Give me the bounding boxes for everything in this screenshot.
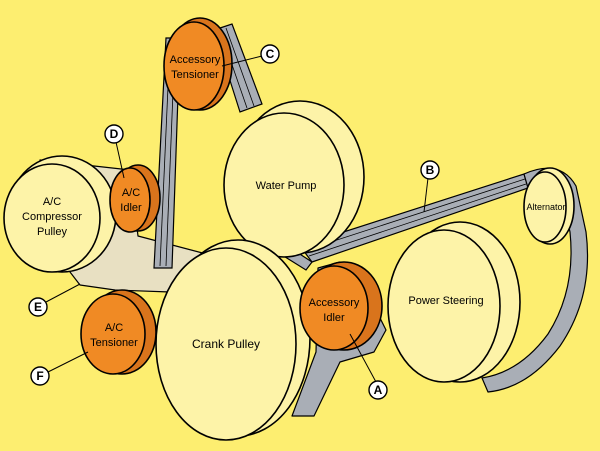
- ac-compressor-label-3: Pulley: [37, 226, 67, 238]
- callout-c: C: [221, 44, 280, 67]
- callout-e: E: [28, 283, 81, 317]
- ac-idler-pulley: A/C Idler: [109, 164, 161, 233]
- accessory-tensioner-label-1: Accessory: [170, 54, 221, 66]
- accessory-idler-label-1: Accessory: [309, 297, 360, 309]
- water-pump-label: Water Pump: [256, 180, 317, 192]
- accessory-idler-pulley: Accessory Idler: [299, 261, 383, 351]
- ac-tensioner-label-1: A/C: [105, 322, 123, 334]
- callout-f-letter: F: [36, 369, 43, 383]
- alternator-pulley: Alternator: [523, 167, 575, 245]
- ac-idler-label-2: Idler: [120, 202, 142, 214]
- callout-e-letter: E: [34, 300, 42, 314]
- ac-tensioner-pulley: A/C Tensioner: [80, 289, 157, 375]
- callout-d-letter: D: [110, 127, 119, 141]
- crank-pulley: Crank Pulley: [155, 239, 311, 441]
- callout-c-letter: C: [266, 47, 275, 61]
- ac-idler-label-1: A/C: [122, 187, 140, 199]
- power-steering-label: Power Steering: [408, 295, 483, 307]
- power-steering-pulley: Power Steering: [387, 221, 521, 383]
- crank-pulley-label: Crank Pulley: [192, 337, 260, 351]
- callout-b: B: [420, 160, 440, 213]
- accessory-tensioner-label-2: Tensioner: [171, 69, 219, 81]
- ac-compressor-label-2: Compressor: [22, 211, 82, 223]
- callout-f: F: [30, 351, 89, 386]
- accessory-idler-label-2: Idler: [323, 312, 345, 324]
- ac-compressor-pulley: A/C Compressor Pulley: [3, 155, 117, 273]
- ac-tensioner-label-2: Tensioner: [90, 337, 138, 349]
- accessory-tensioner-pulley: Accessory Tensioner: [163, 17, 233, 111]
- callout-a: A: [349, 333, 388, 400]
- water-pump-pulley: Water Pump: [223, 100, 365, 258]
- callout-b-letter: B: [426, 163, 435, 177]
- callout-a-letter: A: [374, 383, 383, 397]
- callout-d: D: [104, 124, 125, 179]
- ac-compressor-label-1: A/C: [43, 196, 61, 208]
- alternator-label: Alternator: [526, 202, 565, 212]
